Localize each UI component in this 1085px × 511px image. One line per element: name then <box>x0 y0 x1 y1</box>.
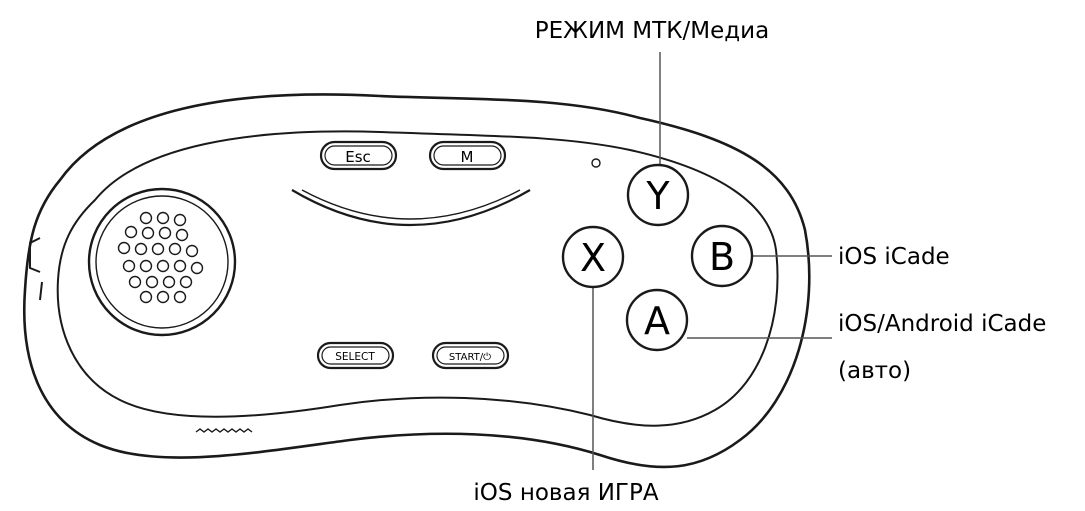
select-button-label: SELECT <box>335 351 375 363</box>
esc-button-label: Esc <box>345 148 371 166</box>
grip-texture <box>195 428 253 433</box>
a-button[interactable]: A <box>625 288 689 352</box>
controller-inner-contour <box>56 130 779 427</box>
x-button-letter: X <box>580 236 606 280</box>
callout-x-ios: iOS новая ИГРА <box>473 480 658 506</box>
m-button-label: M <box>461 148 474 166</box>
y-button[interactable]: Y <box>626 163 690 227</box>
joystick-outer-ring <box>87 187 237 337</box>
indicator-led <box>591 158 601 168</box>
callout-a-line1: iOS/Android iCade <box>838 311 1046 337</box>
side-notch-lower <box>39 281 43 301</box>
center-arc-inner <box>301 189 521 220</box>
callout-y-mode: РЕЖИМ МТК/Медиа <box>535 18 769 44</box>
start-button[interactable]: START/⏻ <box>431 341 510 370</box>
b-button-letter: B <box>709 235 735 279</box>
a-button-letter: A <box>644 299 670 343</box>
joystick[interactable] <box>87 187 237 337</box>
joystick-inner-ring <box>95 195 229 329</box>
side-notch <box>29 237 41 273</box>
joystick-dimples <box>117 211 204 304</box>
callout-b-ios: iOS iCade <box>838 244 950 270</box>
controller-outer-body <box>23 93 811 469</box>
center-arc <box>291 189 531 226</box>
m-button[interactable]: M <box>428 140 507 171</box>
b-button[interactable]: B <box>690 224 754 288</box>
esc-button[interactable]: Esc <box>319 140 398 171</box>
start-button-label: START/⏻ <box>449 352 491 363</box>
x-button[interactable]: X <box>561 225 625 289</box>
select-button[interactable]: SELECT <box>316 341 395 370</box>
y-button-letter: Y <box>645 174 670 218</box>
callout-a-line2: (авто) <box>838 358 911 384</box>
